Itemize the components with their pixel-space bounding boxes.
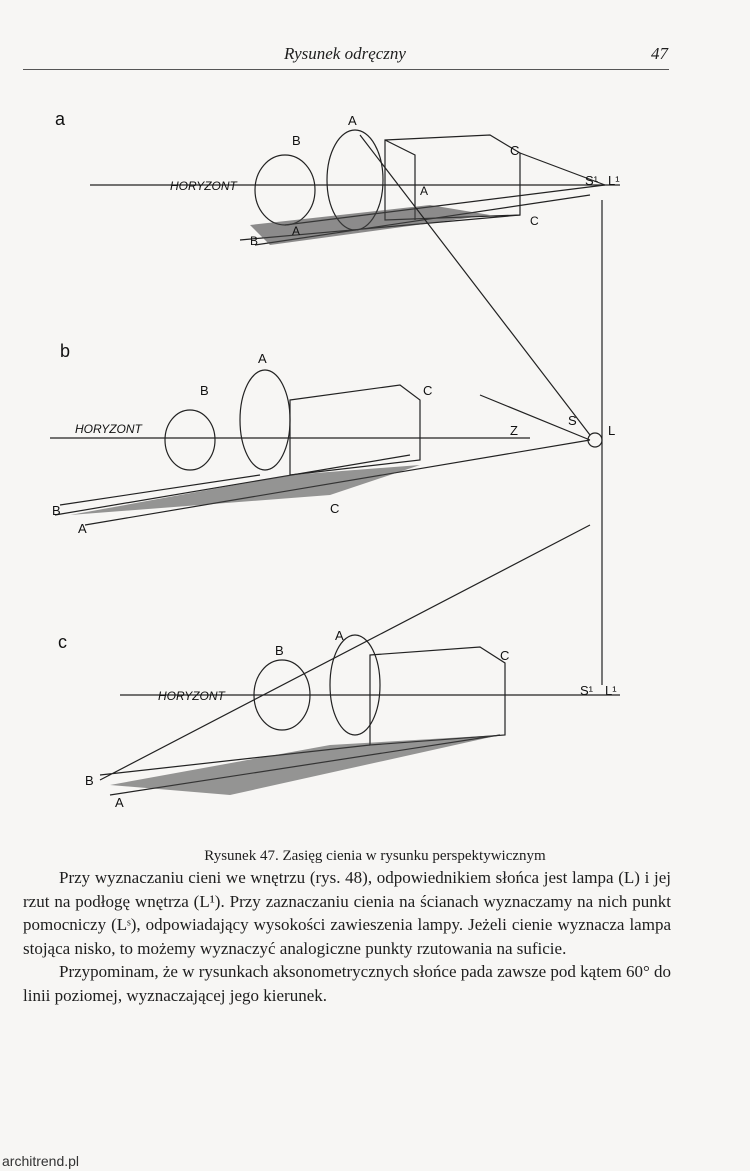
panel-b: b HORYZONT A B C B A C Z [50,341,591,536]
point-label: B [292,133,301,148]
panel-c: c HORYZONT A B C B A [58,524,620,810]
figure-caption: Rysunek 47. Zasięg cienia w rysunku pers… [204,848,546,864]
point-label: A [292,224,300,238]
point-label: C [530,214,539,228]
point-label: B [250,234,258,248]
sun-label: S¹ [585,173,599,188]
point-label: A [78,521,87,536]
watermark: architrend.pl [2,1153,80,1169]
point-label: C [510,143,519,158]
horizon-label: HORYZONT [75,422,144,436]
point-label: A [348,113,357,128]
running-header: Rysunek odręczny [284,44,406,63]
sun-label: L [608,423,615,438]
point-label: A [335,628,344,643]
sun-label: S [568,413,577,428]
perspective-shadow-figure: a HORYZONT A B C A C A B S¹ L¹ S L S¹ L¹… [50,109,620,810]
panel-label: c [58,632,67,652]
point-label: B [275,643,284,658]
point-label: A [258,351,267,366]
paragraph: Przypominam, że w rysunkach aksonometryc… [23,962,671,1005]
point-label: C [500,648,509,663]
point-label: C [330,501,339,516]
paragraph: Przy wyznaczaniu cieni we wnętrzu (rys. … [23,868,671,958]
point-label: Z [510,423,518,438]
point-label: A [420,184,428,198]
body-text: Przy wyznaczaniu cieni we wnętrzu (rys. … [23,866,671,1007]
horizon-label: HORYZONT [170,179,239,193]
panel-label: a [55,109,66,129]
panel-label: b [60,341,70,361]
sun-construction: S¹ L¹ S L S¹ L¹ [359,134,620,698]
point-label: B [200,383,209,398]
panel-a: a HORYZONT A B C A C A B [55,109,620,248]
point-label: B [85,773,94,788]
sun-label: L¹ [608,173,620,188]
page-number: 47 [651,44,668,63]
sun-label: L¹ [605,683,617,698]
horizon-label: HORYZONT [158,689,227,703]
point-label: C [423,383,432,398]
point-label: A [115,795,124,810]
sun-label: S¹ [580,683,594,698]
header-rule [23,69,669,70]
point-label: B [52,503,61,518]
